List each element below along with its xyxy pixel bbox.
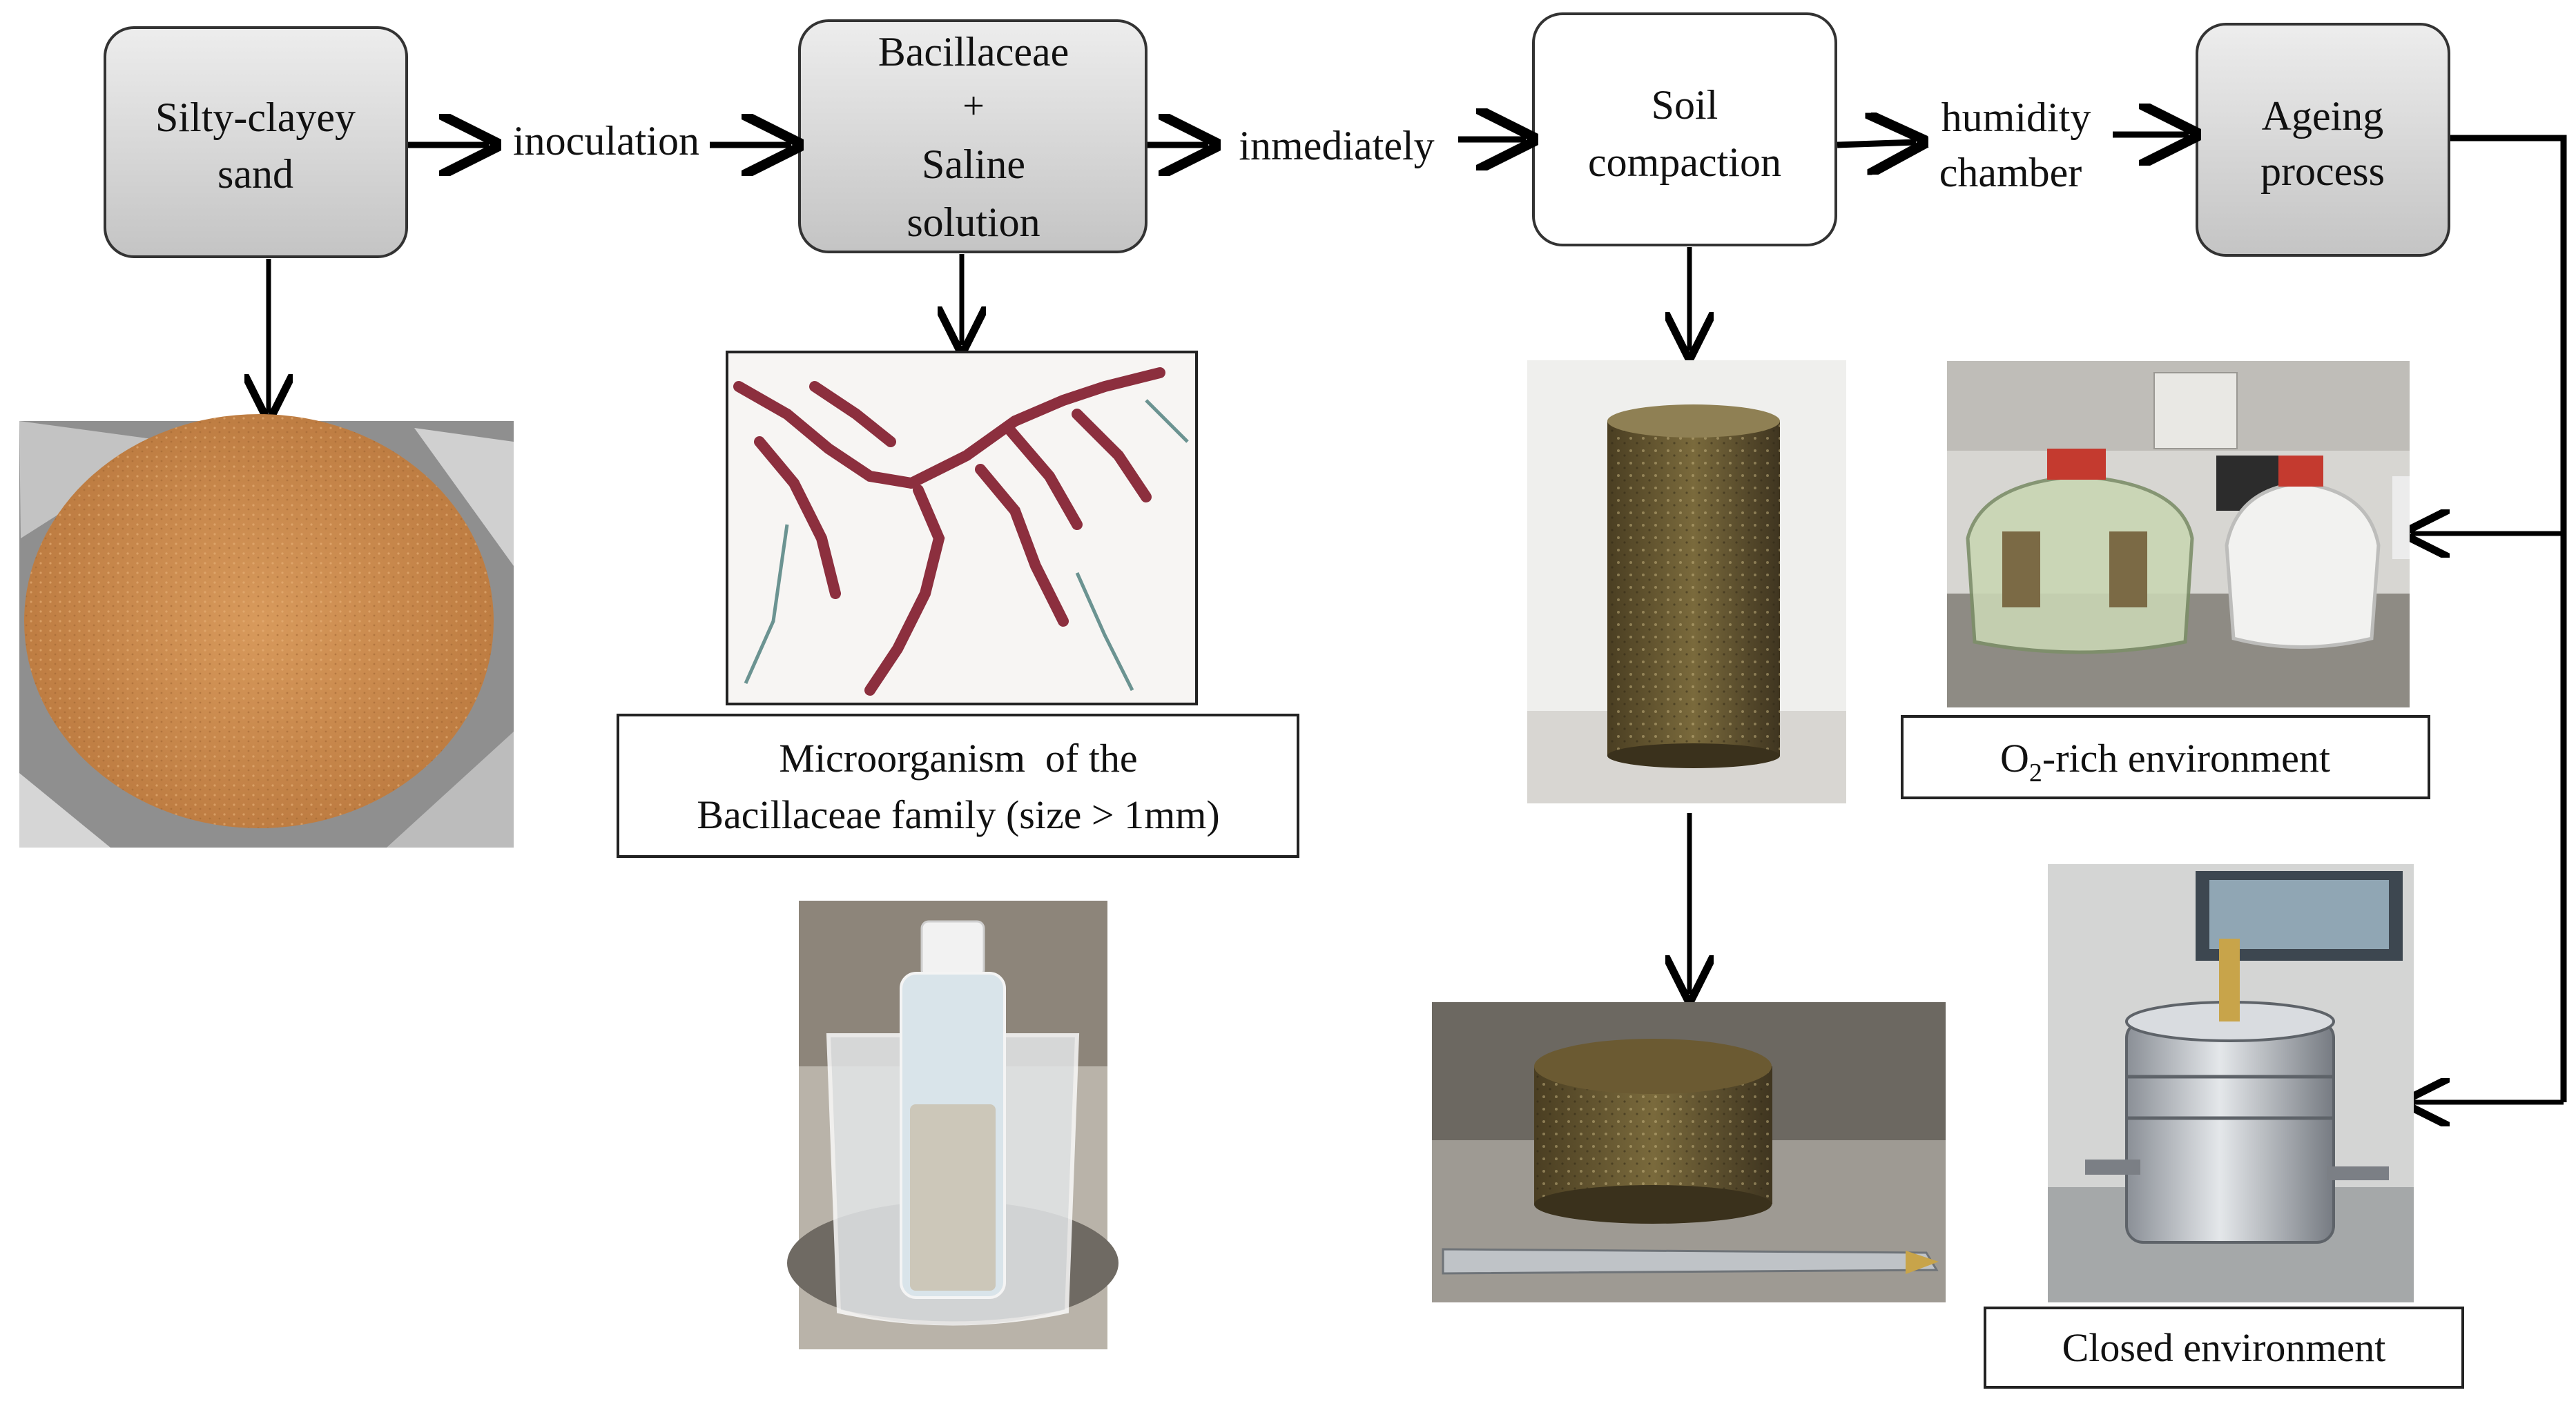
node-sand-line-2: sand <box>217 151 293 197</box>
closed-caption: Closed environment <box>1984 1307 2464 1389</box>
node-sand: Silty-clayey sand <box>104 26 408 258</box>
steel-cell-photo <box>2048 864 2414 1302</box>
node-bacillaceae-line-3: Saline <box>922 141 1025 187</box>
node-compaction: Soil compaction <box>1532 12 1837 246</box>
desiccator-photo <box>1947 361 2410 707</box>
o2-rich-caption: O2-rich environment <box>1901 715 2430 799</box>
edge-immediately-label: inmediately <box>1239 123 1434 168</box>
o2-prefix: O <box>2000 736 2029 781</box>
microorganism-micrograph <box>726 351 1198 705</box>
node-ageing: Ageing process <box>2196 23 2450 257</box>
edge-humidity-label-1: humidity <box>1941 95 2091 140</box>
microorganism-caption-line-1: Microorganism of the <box>779 736 1137 781</box>
bottle-in-beaker-photo <box>787 901 1118 1349</box>
o2-suffix: -rich environment <box>2042 736 2330 781</box>
sand-photo <box>19 414 514 848</box>
node-sand-line-1: Silty-clayey <box>155 95 356 140</box>
edge-humidity-label-2: chamber <box>1939 150 2082 195</box>
node-compaction-line-1: Soil <box>1652 82 1718 128</box>
o2-rich-caption-text: O2-rich environment <box>2000 736 2330 788</box>
edge-immediately: inmediately <box>1147 123 1526 168</box>
compacted-soil-cylinder-photo <box>1527 360 1846 803</box>
node-bacillaceae: Bacillaceae + Saline solution <box>798 19 1147 253</box>
node-bacillaceae-line-4: solution <box>907 199 1040 245</box>
node-bacillaceae-line-2: + <box>962 85 985 128</box>
node-ageing-line-2: process <box>2260 148 2385 194</box>
node-compaction-line-2: compaction <box>1588 139 1781 185</box>
compacted-soil-disc-photo <box>1432 1002 1946 1302</box>
o2-subscript: 2 <box>2029 759 2042 788</box>
edge-inoculation-label: inoculation <box>513 118 699 164</box>
node-bacillaceae-line-1: Bacillaceae <box>878 29 1069 75</box>
edge-inoculation: inoculation <box>408 118 791 164</box>
closed-caption-text: Closed environment <box>2062 1325 2386 1370</box>
edge-ageing-branches <box>2411 135 2567 1102</box>
microorganism-caption: Microorganism of the Bacillaceae family … <box>617 714 1299 858</box>
edge-humidity-chamber: humidity chamber <box>1837 95 2189 195</box>
node-ageing-line-1: Ageing <box>2262 93 2384 139</box>
microorganism-caption-line-2: Bacillaceae family (size > 1mm) <box>697 792 1219 837</box>
